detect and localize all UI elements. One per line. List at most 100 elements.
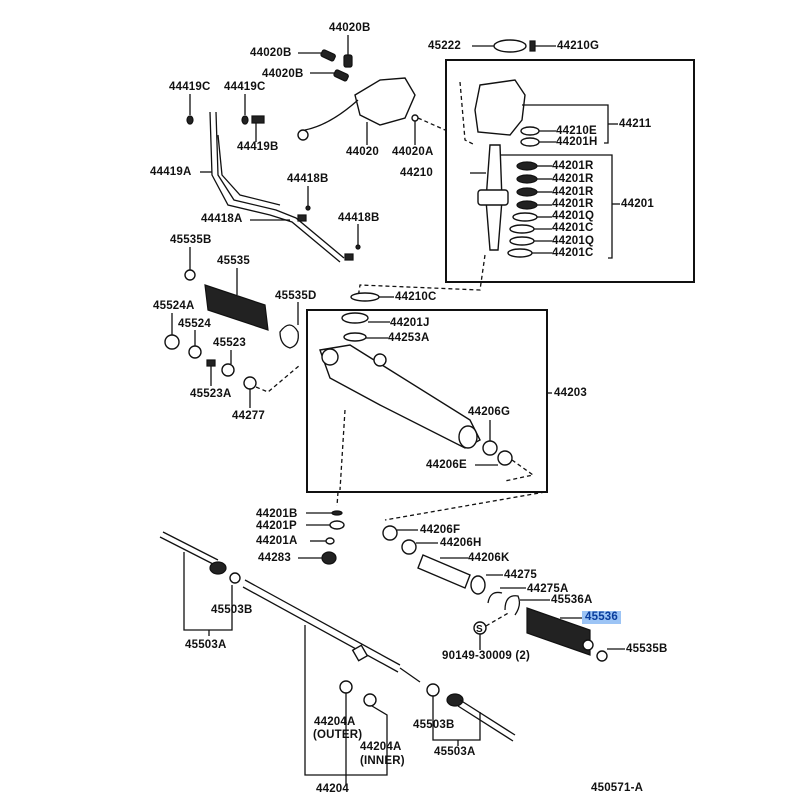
tie-rod-end-right-icon <box>426 683 516 746</box>
gear-housing-box <box>306 309 548 493</box>
part-label[interactable]: 45222 <box>428 40 461 52</box>
part-label[interactable]: 44275 <box>504 569 537 581</box>
o-ring-44210C-icon <box>350 292 380 302</box>
part-label[interactable]: 45503A <box>185 639 227 651</box>
part-label[interactable]: 44283 <box>258 552 291 564</box>
nut-44277-icon <box>243 376 257 390</box>
nut-44283-icon <box>321 551 337 565</box>
nut-45524A-icon <box>164 334 180 350</box>
part-label[interactable]: 44201A <box>256 535 298 547</box>
part-label[interactable]: 44210G <box>557 40 600 52</box>
o-ring-44204A-inner-icon <box>363 693 377 707</box>
part-label[interactable]: 44418A <box>201 213 243 225</box>
part-label[interactable]: 44206F <box>420 524 461 536</box>
part-label[interactable]: 44020A <box>392 146 434 158</box>
screw-symbol-label: S <box>476 624 483 635</box>
part-label[interactable]: 45535 <box>217 255 250 267</box>
part-label[interactable]: 44204A <box>360 741 402 753</box>
o-ring-44204A-outer-icon <box>339 680 353 694</box>
highlighted-part-label[interactable]: 45536 <box>582 611 621 624</box>
part-label[interactable]: 45523 <box>213 337 246 349</box>
seal-rings-44201-icon <box>507 161 620 258</box>
part-label[interactable]: 45523A <box>190 388 232 400</box>
boot-45535-icon <box>204 268 269 331</box>
part-label[interactable]: 44418B <box>338 212 380 224</box>
tie-rod-end-left-icon <box>159 531 241 636</box>
part-label[interactable]: 44201C <box>552 247 594 259</box>
part-label[interactable]: 45535B <box>626 643 668 655</box>
part-label[interactable]: 44201J <box>390 317 430 329</box>
part-label[interactable]: 44201Q <box>552 210 595 222</box>
bushing-44206F-icon <box>382 525 398 541</box>
figure-code: 450571-A <box>591 782 644 794</box>
ring-44275A-icon <box>487 591 503 604</box>
boot-45536-icon <box>526 607 594 656</box>
part-label[interactable]: 44419C <box>169 81 211 93</box>
part-label[interactable]: 45503B <box>211 604 253 616</box>
part-label[interactable]: 44020 <box>346 146 379 158</box>
clip-45536A-icon <box>504 595 521 616</box>
part-label[interactable]: 45524 <box>178 318 211 330</box>
part-label[interactable]: 44418B <box>287 173 329 185</box>
part-label[interactable]: 44201Q <box>552 235 595 247</box>
part-label[interactable]: 44203 <box>554 387 587 399</box>
part-label[interactable]: 44201P <box>256 520 297 532</box>
bolt-44210G-icon <box>529 40 536 52</box>
part-label[interactable]: 44201C <box>552 222 594 234</box>
part-label[interactable]: 44211 <box>619 118 652 130</box>
part-label[interactable]: 44419A <box>150 166 192 178</box>
part-label[interactable]: 44419B <box>237 141 279 153</box>
valve-housing-44211-icon <box>459 79 618 147</box>
part-label[interactable]: 44277 <box>232 410 265 422</box>
part-label[interactable]: 44210 <box>400 167 433 179</box>
part-label[interactable]: 45535D <box>275 290 317 302</box>
gear-housing-44203-icon <box>319 312 552 491</box>
part-label[interactable]: 44201R <box>552 198 594 210</box>
part-label[interactable]: 44210E <box>556 125 597 137</box>
part-label[interactable]: 44206G <box>468 406 511 418</box>
part-label[interactable]: 45536A <box>551 594 593 606</box>
part-label[interactable]: 44201R <box>552 160 594 172</box>
bolt-44020B-icon <box>298 35 353 82</box>
part-label[interactable]: 44201R <box>552 173 594 185</box>
part-label[interactable]: 44201B <box>256 508 298 520</box>
part-label[interactable]: 44201R <box>552 186 594 198</box>
part-label[interactable]: 45503B <box>413 719 455 731</box>
plug-44201P-icon <box>329 520 345 530</box>
part-label[interactable]: 45535B <box>170 234 212 246</box>
rack-44204-icon <box>242 579 421 785</box>
part-label[interactable]: 44020B <box>250 47 292 59</box>
clip-45535D-icon <box>279 324 299 349</box>
part-label[interactable]: 44253A <box>388 332 430 344</box>
part-label[interactable]: 45524A <box>153 300 195 312</box>
part-label[interactable]: 90149-30009 (2) <box>442 650 531 662</box>
bushing-45523A-icon <box>206 359 216 367</box>
part-label[interactable]: 44210C <box>395 291 437 303</box>
part-label[interactable]: 44020B <box>262 68 304 80</box>
valve-shaft-44210-icon <box>357 144 613 299</box>
part-label[interactable]: 44419C <box>224 81 266 93</box>
part-label[interactable]: 44206H <box>440 537 482 549</box>
part-label[interactable]: 44020B <box>329 22 371 34</box>
sleeve-44206K-icon <box>417 554 471 589</box>
nut-45523-icon <box>221 363 235 377</box>
cover-45222-icon <box>493 39 527 53</box>
part-label[interactable]: 44204 <box>316 783 349 795</box>
nut-44419C-icon <box>186 115 194 125</box>
nut-44419C-icon <box>241 115 249 125</box>
control-valve-44020-icon <box>297 77 446 145</box>
part-label[interactable]: 44206K <box>468 552 510 564</box>
nut-44275-icon <box>470 575 486 595</box>
washer-45524-icon <box>188 345 202 359</box>
part-label[interactable]: 44275A <box>527 583 569 595</box>
part-label[interactable]: 45503A <box>434 746 476 758</box>
part-label[interactable]: 44206E <box>426 459 467 471</box>
clamp-45535B-icon <box>184 269 196 281</box>
part-label[interactable]: 44204A <box>314 716 356 728</box>
part-label[interactable]: 44201 <box>621 198 654 210</box>
ring-44201A-icon <box>325 537 335 545</box>
bushing-44206H-icon <box>401 539 417 555</box>
part-label[interactable]: 44201H <box>556 136 598 148</box>
